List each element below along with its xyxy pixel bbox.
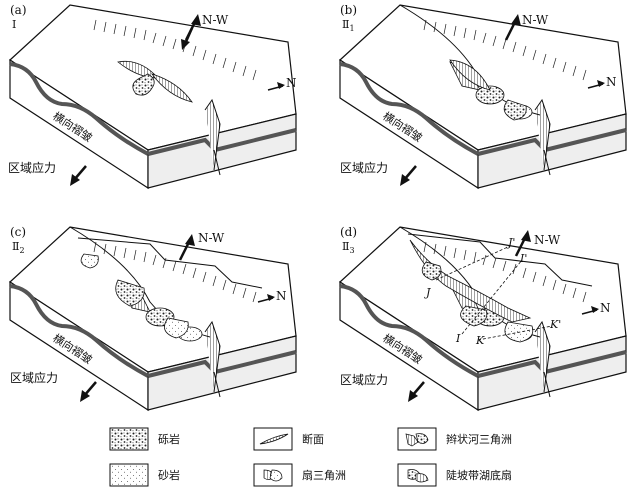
nw-label: N-W bbox=[198, 231, 225, 245]
panel-letter: (d) bbox=[340, 225, 357, 239]
panel-b: (b) Ⅱ1 N-W N 横向褶皱 区域应力 bbox=[338, 3, 628, 190]
north-label: N bbox=[286, 76, 297, 90]
fault-step bbox=[407, 233, 593, 287]
legend-label: 扇三角洲 bbox=[302, 468, 346, 482]
nw-arrow-icon bbox=[514, 230, 531, 257]
nw-label: N-W bbox=[202, 13, 229, 27]
fan-deposit-b bbox=[503, 99, 527, 121]
panel-letter: (b) bbox=[340, 3, 357, 17]
slope-fan-icon bbox=[397, 463, 437, 487]
stage-label: Ⅱ1 bbox=[342, 18, 355, 33]
legend-label: 陡坡带湖底扇 bbox=[446, 468, 512, 482]
nw-label: N-W bbox=[522, 13, 549, 27]
legend-label: 断面 bbox=[302, 432, 324, 446]
fan-deposit-c2 bbox=[115, 279, 145, 307]
legend-label: 砾岩 bbox=[158, 432, 180, 446]
sandstone-swatch-icon bbox=[109, 463, 149, 487]
section-label-i-prime: I' bbox=[519, 252, 527, 265]
nw-arrow-icon bbox=[504, 14, 521, 41]
stress-arrow-icon bbox=[400, 165, 417, 186]
panel-a: (a) Ⅰ N-W N 横向褶皱 区域应力 bbox=[8, 3, 298, 190]
stress-arrow-icon bbox=[70, 165, 87, 186]
north-label: N bbox=[276, 289, 287, 303]
legend-label: 辫状河三角洲 bbox=[446, 432, 512, 446]
fan-deposit-c3 bbox=[164, 317, 189, 339]
fan-delta-icon bbox=[253, 463, 293, 487]
fan-deposit-d2 bbox=[460, 305, 488, 327]
section-line-kk bbox=[477, 325, 553, 341]
stage-label: Ⅰ bbox=[12, 18, 16, 31]
legend-label: 砂岩 bbox=[158, 468, 180, 482]
fault-plane-lens-a2 bbox=[150, 73, 193, 103]
stress-label: 区域应力 bbox=[340, 372, 388, 387]
section-label-i: I bbox=[455, 332, 461, 345]
nw-label: N-W bbox=[534, 233, 561, 247]
legend: 砾岩 断面 辫状河三角洲 砂岩 扇三角洲 陡坡带湖底扇 bbox=[109, 427, 512, 487]
stress-label: 区域应力 bbox=[10, 370, 58, 385]
section-label-k: K bbox=[475, 334, 485, 347]
panel-letter: (a) bbox=[10, 3, 27, 17]
fault-step bbox=[77, 237, 263, 289]
stage-label: Ⅱ3 bbox=[342, 240, 355, 255]
braided-delta-icon bbox=[397, 427, 437, 451]
panel-letter: (c) bbox=[10, 225, 26, 239]
fault-plane-icon bbox=[253, 427, 293, 451]
stress-arrow-icon bbox=[408, 381, 425, 402]
stage-label: Ⅱ2 bbox=[12, 240, 25, 255]
north-arrow-icon bbox=[581, 306, 599, 315]
stress-arrow-icon bbox=[80, 381, 97, 402]
north-arrow-icon bbox=[587, 80, 605, 89]
section-label-k-prime: K' bbox=[549, 318, 561, 331]
north-label: N bbox=[606, 75, 617, 89]
fault-plane-lens-b1 bbox=[449, 59, 491, 91]
section-label-j: J bbox=[424, 286, 431, 299]
section-label-j-prime: J' bbox=[506, 236, 515, 249]
nw-arrow-icon bbox=[178, 234, 195, 261]
fan-deposit-d1 bbox=[421, 261, 442, 281]
stress-label: 区域应力 bbox=[340, 160, 388, 175]
stress-label: 区域应力 bbox=[8, 160, 56, 175]
section-line-jj bbox=[435, 245, 511, 281]
section-line-ii bbox=[461, 259, 523, 335]
fan-deposit-c1 bbox=[80, 253, 99, 269]
fan-deposit-a bbox=[132, 73, 155, 96]
nw-arrow-icon bbox=[181, 14, 201, 50]
north-arrow-icon bbox=[257, 294, 275, 303]
north-arrow-icon bbox=[267, 82, 285, 91]
north-label: N bbox=[600, 301, 611, 315]
panel-c: (c) Ⅱ2 N-W N 横向褶皱 区域应力 bbox=[8, 225, 298, 412]
conglomerate-swatch-icon bbox=[109, 427, 149, 451]
panel-d: J' I' J K' I K (d) Ⅱ3 N-W N 横向褶皱 区域应力 bbox=[338, 225, 628, 412]
